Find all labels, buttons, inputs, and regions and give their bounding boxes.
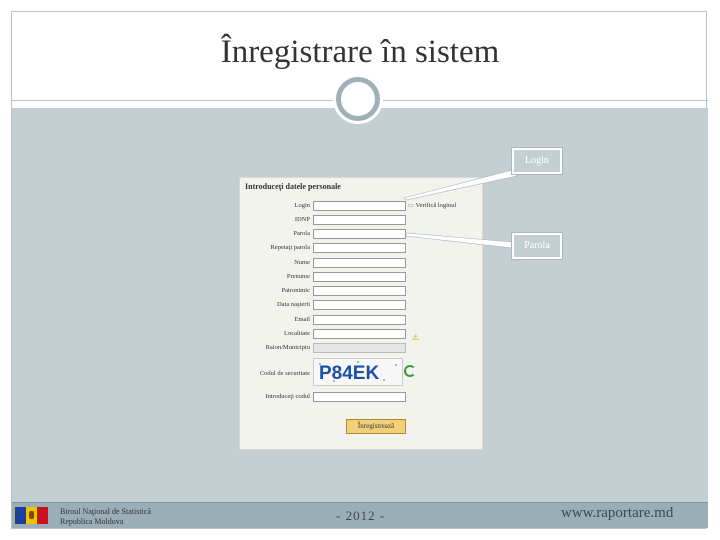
repeat-password-row: Repetaţi parola	[240, 243, 484, 255]
locality-input[interactable]	[313, 329, 406, 339]
login-input[interactable]	[313, 201, 406, 211]
first-name-label: Prenume	[286, 273, 310, 280]
district-input[interactable]	[313, 343, 406, 353]
password-callout: Parola	[512, 233, 562, 259]
captcha-row: Codul de securitate	[240, 369, 484, 381]
login-callout: Login	[512, 148, 562, 174]
password-input[interactable]	[313, 229, 406, 239]
email-row: Email	[240, 315, 484, 327]
ring-ornament-icon	[336, 77, 380, 121]
slide-title: Înregistrare în sistem	[220, 34, 500, 70]
password-label: Parola	[293, 230, 310, 237]
captcha-label: Codul de securitate	[259, 370, 310, 377]
district-label: Raion/Municipiu	[265, 344, 310, 351]
footer-year: - 2012 -	[336, 508, 386, 523]
warning-icon: ⚠	[412, 333, 420, 342]
password-pointer	[405, 232, 513, 249]
repeat-password-input[interactable]	[313, 243, 406, 253]
enter-code-row: Introduceţi codul	[240, 392, 484, 404]
last-name-row: Nume	[240, 258, 484, 270]
last-name-label: Nume	[294, 259, 310, 266]
first-name-input[interactable]	[313, 272, 406, 282]
captcha-text: P84EK	[319, 363, 379, 384]
footer-bureau-line1: Biroul Naţional de Statistică	[60, 507, 151, 516]
enter-code-label: Introduceţi codul	[265, 393, 310, 400]
birthdate-input[interactable]	[313, 300, 406, 310]
footer-bureau-line2: Republica Moldova	[60, 517, 124, 526]
registration-form: Introduceţi datele personale Login Verif…	[239, 177, 483, 450]
idnp-row: IDNP	[240, 215, 484, 227]
last-name-input[interactable]	[313, 258, 406, 268]
repeat-password-label: Repetaţi parola	[270, 244, 310, 251]
enter-code-input[interactable]	[313, 392, 406, 402]
form-title: Introduceţi datele personale	[245, 182, 341, 191]
patronymic-input[interactable]	[313, 286, 406, 296]
patronymic-row: Patronimic	[240, 286, 484, 298]
register-button[interactable]: Înregistrează	[346, 419, 406, 434]
check-login-link[interactable]: Verifică loginul	[408, 202, 457, 209]
footer-website[interactable]: www.raportare.md	[561, 505, 674, 521]
patronymic-label: Patronimic	[281, 287, 310, 294]
first-name-row: Prenume	[240, 272, 484, 284]
captcha-image: P84EK	[313, 358, 403, 386]
refresh-captcha-icon[interactable]	[404, 365, 416, 377]
login-label: Login	[294, 202, 310, 209]
email-label: Email	[294, 316, 310, 323]
login-row: Login	[240, 201, 484, 213]
password-row: Parola	[240, 229, 484, 241]
login-pointer	[403, 169, 518, 201]
idnp-input[interactable]	[313, 215, 406, 225]
birthdate-label: Data naşterii	[276, 301, 310, 308]
footer-bar	[12, 503, 708, 528]
locality-label: Localitate	[284, 330, 310, 337]
email-input[interactable]	[313, 315, 406, 325]
district-row: Raion/Municipiu	[240, 343, 484, 355]
footer-bureau: Biroul Naţional de Statistică Republica …	[60, 507, 151, 527]
moldova-flag-icon	[15, 507, 48, 524]
idnp-label: IDNP	[294, 216, 310, 223]
footer-divider	[12, 502, 708, 503]
locality-row: Localitate	[240, 329, 484, 341]
birthdate-row: Data naşterii	[240, 300, 484, 312]
